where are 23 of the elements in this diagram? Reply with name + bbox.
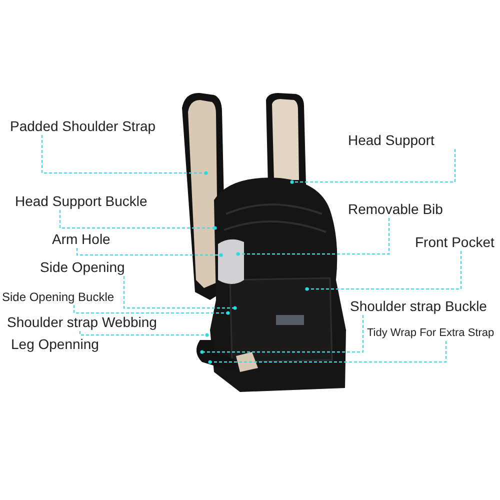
leader-line [79, 331, 209, 337]
leader-line [76, 248, 223, 257]
leader-line [208, 341, 447, 364]
leader-line [41, 135, 208, 175]
part-label: Removable Bib [348, 201, 443, 217]
part-label: Shoulder strap Webbing [7, 314, 157, 330]
part-label: Front Pocket [415, 234, 494, 250]
part-label: Side Opening Buckle [2, 290, 114, 304]
part-label: Head Support [348, 132, 434, 148]
leader-line [290, 149, 456, 184]
part-label: Side Opening [40, 259, 125, 275]
part-label: Arm Hole [52, 231, 110, 247]
part-label: Head Support Buckle [15, 193, 148, 209]
leader-line [305, 251, 462, 291]
leader-line [200, 315, 364, 354]
leader-line [236, 218, 390, 256]
leader-line [123, 276, 237, 310]
leader-line [59, 210, 217, 230]
part-label: Shoulder strap Buckle [350, 298, 487, 314]
part-label: Leg Openning [11, 336, 99, 352]
part-label: Tidy Wrap For Extra Strap [367, 327, 494, 340]
part-label: Padded Shoulder Strap [10, 118, 156, 134]
leader-line [73, 305, 230, 315]
